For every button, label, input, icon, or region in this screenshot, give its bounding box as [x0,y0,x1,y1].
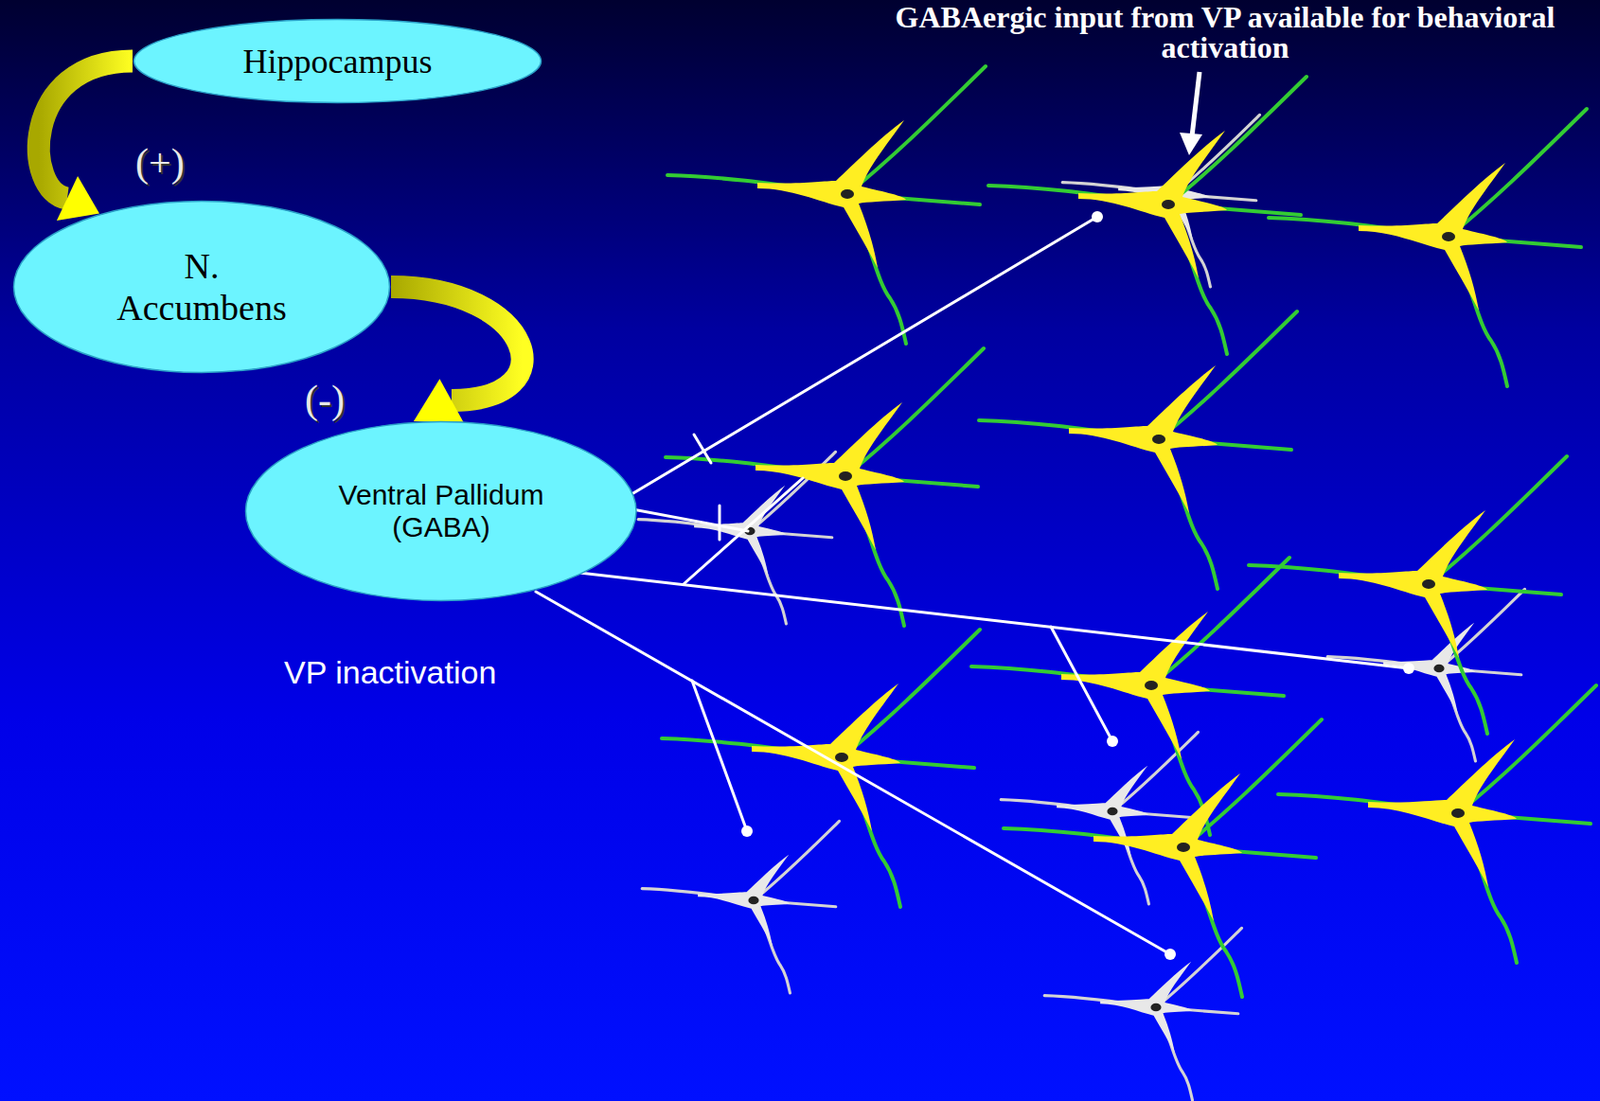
annotation-label: VP inactivation [284,655,497,691]
ellipse-outline [12,199,392,374]
yellow-neurons [661,66,1597,997]
active-neuron [978,311,1298,589]
ellipse-node: Ventral Pallidum (GABA) [244,420,639,603]
inactive-neuron [1044,927,1242,1101]
node-text: N. Accumbens [106,245,297,329]
active-neuron [667,66,986,344]
vp-projections [535,211,1415,960]
active-neuron [1003,719,1322,997]
ellipse-node: N. Accumbens [12,199,392,374]
arrow-head [413,378,464,423]
active-neuron [665,348,984,626]
active-neuron [1278,685,1597,963]
active-neuron [661,629,980,907]
node-text: Hippocampus [243,41,433,82]
active-neuron [1248,456,1567,734]
ellipse-node: Hippocampus [132,17,543,105]
active-neuron [988,76,1307,355]
arrow-band [38,61,133,199]
inactive-neuron [641,820,839,994]
arrow-band [391,286,523,401]
active-neuron [971,557,1290,836]
edge-sign: (-) [304,376,345,423]
edge-sign: (+) [135,140,185,186]
inactive-neuron [1000,731,1198,905]
pointer-arrow [1179,71,1203,156]
inactive-neuron [1327,588,1525,762]
curved-arrow [391,286,523,423]
arrow-head [56,176,100,221]
node-text: Ventral Pallidum (GABA) [313,479,569,544]
annotation-label: GABAergic input from VP available for be… [893,1,1557,63]
curved-arrow [38,61,133,222]
active-neuron [1268,108,1587,387]
grey-neurons [638,114,1525,1101]
